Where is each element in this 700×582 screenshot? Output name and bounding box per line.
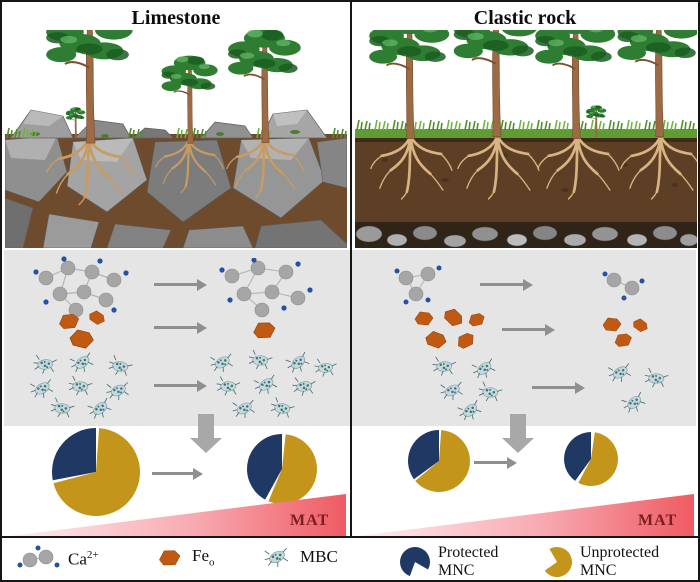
unprotected-wedge-icon bbox=[544, 547, 573, 578]
legend-item-iron: Feo bbox=[152, 544, 215, 570]
grass-strip bbox=[355, 129, 697, 138]
arrow-right-icon bbox=[502, 323, 555, 336]
pie-clastic-initial bbox=[408, 430, 470, 493]
gravel-stones bbox=[355, 225, 697, 248]
pie-limestone-after bbox=[247, 434, 317, 504]
ca-cluster-icon bbox=[17, 545, 60, 568]
pine-trees bbox=[368, 30, 697, 140]
arrow-right-icon bbox=[152, 467, 203, 480]
mat-label: MAT bbox=[290, 512, 330, 529]
arrow-right-icon bbox=[154, 278, 207, 291]
limestone-illustration bbox=[5, 30, 347, 248]
limestone-title: Limestone bbox=[131, 7, 221, 29]
gravel-layer bbox=[355, 222, 697, 248]
ca-cluster-clastic-before bbox=[394, 265, 442, 305]
ca-cluster-limestone-after bbox=[219, 258, 313, 318]
arrow-right-icon bbox=[480, 278, 533, 291]
legend-label-iron: Feo bbox=[192, 545, 215, 569]
clastic-title: Clastic rock bbox=[473, 7, 577, 29]
fe-blobs-clastic-after bbox=[602, 316, 651, 349]
microbes-limestone-before bbox=[28, 352, 134, 422]
panel-divider bbox=[350, 2, 352, 536]
legend-label-mbc: MBC bbox=[300, 547, 338, 566]
legend-item-mbc: MBC bbox=[260, 544, 338, 570]
legend-label-calcium: Ca2+ bbox=[68, 548, 99, 569]
arrow-down-icon bbox=[190, 414, 222, 453]
fe-blobs-limestone-before bbox=[57, 310, 108, 350]
mat-label: MAT bbox=[638, 512, 678, 529]
microbes-clastic-before bbox=[430, 356, 504, 420]
ca-cluster-clastic-after bbox=[602, 271, 645, 301]
arrow-down-icon bbox=[502, 414, 534, 453]
legend-separator bbox=[2, 536, 698, 538]
fe-blob-limestone-after bbox=[252, 320, 277, 340]
arrow-right-icon bbox=[154, 379, 207, 392]
clastic-illustration bbox=[355, 30, 697, 248]
arrow-right-icon bbox=[474, 456, 517, 469]
microbes-clastic-after bbox=[606, 362, 670, 417]
microbe-icon bbox=[262, 546, 291, 570]
fe-blob-icon bbox=[158, 548, 182, 567]
protected-wedge-icon bbox=[399, 547, 430, 577]
ca-cluster-limestone-before bbox=[33, 256, 129, 320]
microbes-limestone-after bbox=[208, 350, 338, 422]
legend-item-calcium: Ca2+ bbox=[16, 544, 99, 574]
pie-clastic-after bbox=[564, 432, 618, 486]
pine-trees bbox=[45, 30, 302, 145]
arrow-right-icon bbox=[154, 321, 207, 334]
pie-limestone-initial bbox=[52, 428, 141, 517]
arrow-right-icon bbox=[532, 381, 585, 394]
fe-blobs-clastic-before bbox=[414, 308, 487, 352]
